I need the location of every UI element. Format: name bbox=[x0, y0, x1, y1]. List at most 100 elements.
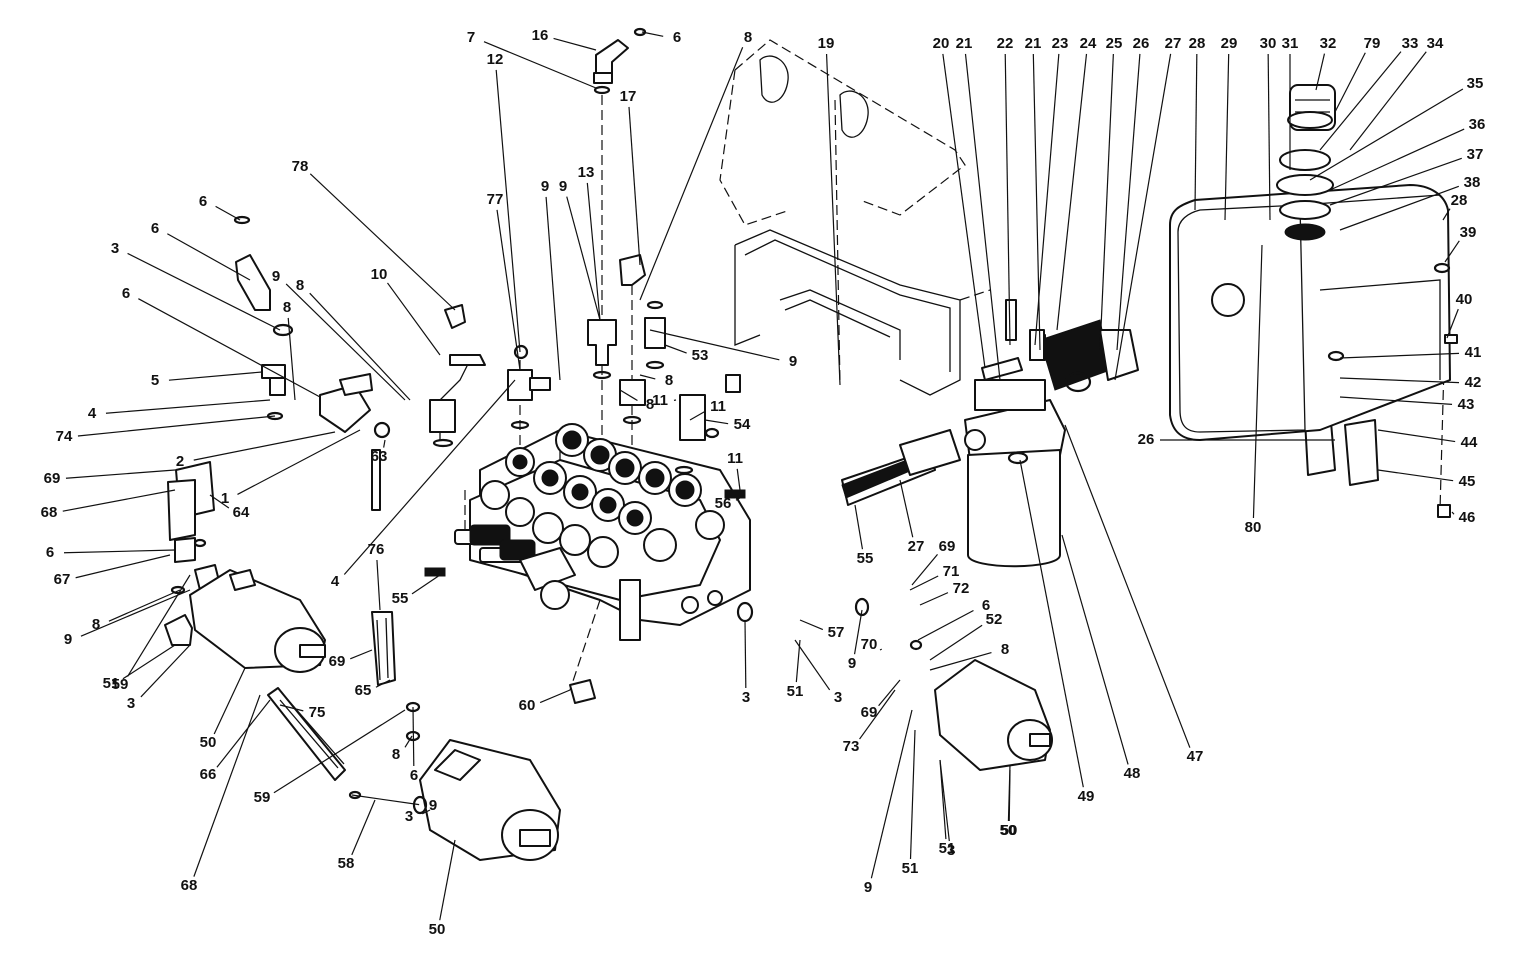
callout-label: 28 bbox=[1451, 192, 1468, 209]
callout-label: 45 bbox=[1459, 473, 1476, 490]
callout-leader bbox=[899, 479, 914, 538]
callout-label: 9 bbox=[272, 268, 280, 285]
callout-label: 26 bbox=[1138, 431, 1155, 448]
callout-label: 80 bbox=[1245, 519, 1262, 536]
callout-leader bbox=[108, 589, 181, 622]
callout-leader bbox=[1339, 396, 1453, 405]
callout-label: 22 bbox=[997, 35, 1014, 52]
callout-label: 6 bbox=[151, 220, 159, 237]
callout-leader bbox=[215, 205, 241, 221]
callout-label: 8 bbox=[744, 29, 752, 46]
callout-label: 58 bbox=[338, 855, 355, 872]
callout-leader bbox=[168, 371, 263, 381]
callout-label: 6 bbox=[122, 285, 130, 302]
valve-spools bbox=[454, 524, 576, 610]
callout-leader bbox=[1008, 769, 1011, 822]
callout-leader bbox=[1032, 53, 1041, 351]
callout-leader bbox=[1061, 534, 1129, 765]
callout-leader bbox=[586, 182, 601, 321]
callout-leader bbox=[929, 624, 983, 661]
callout-label: 52 bbox=[986, 611, 1003, 628]
callout-label: 51 bbox=[787, 683, 804, 700]
callout-leader bbox=[545, 196, 561, 381]
callout-leader bbox=[1329, 128, 1465, 191]
callout-leader bbox=[1329, 157, 1462, 206]
callout-leader bbox=[1034, 53, 1060, 346]
callout-label: 8 bbox=[283, 299, 291, 316]
callout-label: 8 bbox=[646, 396, 654, 413]
callout-leader bbox=[122, 644, 176, 680]
callout-leader bbox=[870, 709, 913, 879]
callout-label: 8 bbox=[1001, 641, 1009, 658]
callout-leader bbox=[1349, 51, 1427, 151]
callout-leader bbox=[193, 694, 261, 877]
callout-leader bbox=[285, 283, 406, 401]
callout-leader bbox=[1446, 308, 1459, 339]
callout-label: 3 bbox=[742, 689, 750, 706]
callout-leader bbox=[1377, 429, 1456, 443]
callout-leader bbox=[350, 649, 373, 660]
callout-leader bbox=[539, 689, 571, 704]
callout-leader bbox=[735, 494, 746, 501]
pump-50-upper-left bbox=[189, 569, 326, 673]
callout-leader bbox=[566, 196, 601, 321]
callout-label: 6 bbox=[199, 193, 207, 210]
callout-label: 47 bbox=[1187, 748, 1204, 765]
callout-label: 59 bbox=[254, 789, 271, 806]
callout-label: 66 bbox=[200, 766, 217, 783]
callout-label: 56 bbox=[715, 495, 732, 512]
callout-label: 9 bbox=[848, 655, 856, 672]
callout-label: 9 bbox=[541, 178, 549, 195]
callout-label: 21 bbox=[956, 35, 973, 52]
callout-label: 63 bbox=[371, 448, 388, 465]
callout-label: 17 bbox=[620, 88, 637, 105]
callout-leader bbox=[641, 31, 664, 37]
callout-label: 38 bbox=[1464, 174, 1481, 191]
callout-label: 51 bbox=[902, 860, 919, 877]
callout-leader bbox=[879, 648, 883, 651]
callout-label: 12 bbox=[487, 51, 504, 68]
hydraulic-tank bbox=[1169, 184, 1451, 441]
fittings-upper-row bbox=[424, 254, 746, 577]
callout-leader bbox=[1339, 377, 1460, 384]
callout-label: 13 bbox=[578, 164, 595, 181]
callout-label: 35 bbox=[1467, 75, 1484, 92]
callout-leader bbox=[209, 494, 230, 509]
callout-label: 57 bbox=[828, 624, 845, 641]
callout-leader bbox=[411, 574, 441, 595]
callout-label: 6 bbox=[982, 597, 990, 614]
callout-leader bbox=[1004, 53, 1011, 346]
valve-ports bbox=[480, 423, 725, 614]
callout-leader bbox=[439, 839, 456, 921]
callout-label: 9 bbox=[789, 353, 797, 370]
callout-leader bbox=[878, 679, 901, 707]
callout-label: 28 bbox=[1189, 35, 1206, 52]
callout-label: 41 bbox=[1465, 344, 1482, 361]
callout-label: 51 bbox=[103, 675, 120, 692]
callout-leader bbox=[736, 468, 741, 491]
callout-label: 69 bbox=[329, 653, 346, 670]
callout-label: 50 bbox=[1000, 822, 1017, 839]
callout-leader bbox=[1309, 88, 1464, 181]
callout-leader bbox=[75, 554, 171, 579]
callout-leader bbox=[495, 69, 521, 353]
callout-leader bbox=[309, 173, 456, 311]
callout-leader bbox=[193, 431, 336, 461]
callout-label: 9 bbox=[64, 631, 72, 648]
callout-label: 8 bbox=[296, 277, 304, 294]
callout-leader bbox=[909, 729, 916, 860]
callout-label: 1 bbox=[221, 490, 229, 507]
callout-label: 68 bbox=[41, 504, 58, 521]
filler-cap-32 bbox=[1276, 84, 1336, 241]
callout-label: 25 bbox=[1106, 35, 1123, 52]
callout-leader bbox=[1194, 53, 1198, 211]
callout-label: 65 bbox=[355, 682, 372, 699]
callout-leader bbox=[80, 589, 191, 637]
callout-leader bbox=[138, 298, 321, 398]
callout-label: 24 bbox=[1080, 35, 1097, 52]
callout-leader bbox=[167, 233, 251, 281]
callout-leader bbox=[237, 429, 361, 495]
callout-label: 2 bbox=[176, 453, 184, 470]
